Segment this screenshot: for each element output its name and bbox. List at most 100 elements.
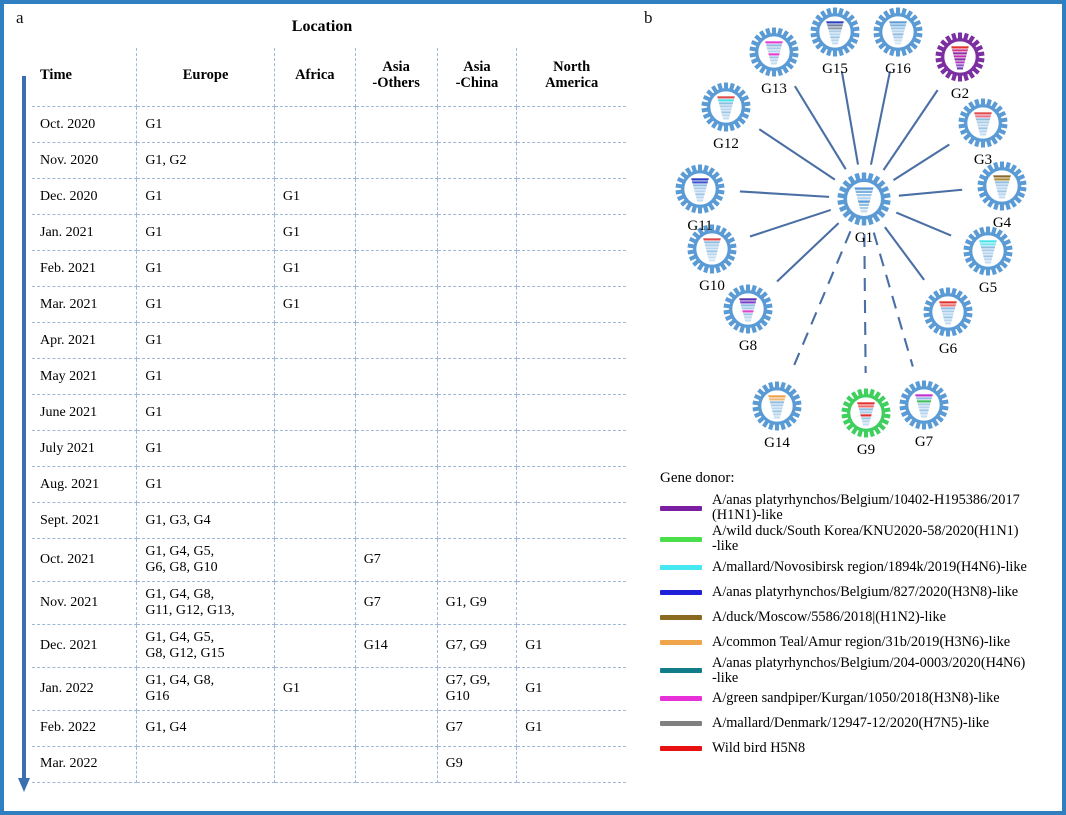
virion-gene-segment (857, 420, 875, 423)
cell-asia-others (355, 667, 438, 711)
cell-time: Nov. 2021 (32, 581, 138, 625)
network-node-g16[interactable]: G16 (873, 7, 923, 77)
cell-asia-china (437, 106, 518, 143)
cell-time: Nov. 2020 (32, 142, 138, 179)
virion-gene-segment (691, 184, 709, 187)
network-node-g5[interactable]: G5 (963, 226, 1013, 296)
virion-gene-segment (993, 193, 1011, 196)
network-node-g9[interactable]: G9 (841, 388, 891, 458)
cell-europe: G1 (136, 106, 275, 143)
legend-row: A/anas platyrhynchos/Belgium/10402-H1953… (656, 492, 1062, 523)
virion-gene-segment (739, 319, 757, 322)
time-axis-shaft (22, 76, 26, 786)
cell-north-america (516, 214, 626, 251)
legend-rows: A/anas platyrhynchos/Belgium/10402-H1953… (656, 492, 1062, 761)
virion-gene-segment (915, 406, 933, 409)
virion-gene-segment (889, 33, 907, 36)
virion-gene-segment (765, 59, 783, 62)
virion-gene-segment (691, 196, 709, 199)
network-node-g13[interactable]: G13 (749, 27, 799, 97)
time-axis-arrowhead-icon (18, 778, 30, 792)
virion-gene-segment (717, 108, 735, 111)
network-node-label-g13: G13 (761, 81, 787, 97)
virion-gene-segment (739, 304, 757, 307)
legend-color-swatch (660, 590, 702, 596)
legend-entry-label: A/common Teal/Amur region/31b/2019(H3N6)… (712, 633, 1011, 650)
virion-gene-segment (826, 39, 844, 42)
network-edge-g4 (898, 188, 963, 197)
network-node-g7[interactable]: G7 (899, 380, 949, 450)
virion-gene-segment (717, 111, 735, 114)
network-edge-g5 (895, 211, 952, 237)
virion-gene-segment (979, 249, 997, 252)
virion-gene-segment (939, 310, 957, 313)
cell-asia-others (355, 322, 438, 359)
virion-gene-segment (765, 53, 783, 56)
cell-north-america (516, 286, 626, 323)
virion-gene-segment (717, 99, 735, 102)
virion-gene-segment (854, 203, 874, 207)
cell-africa (274, 322, 356, 359)
virion-gene-segment (993, 175, 1011, 178)
legend-row: A/duck/Moscow/5586/2018|(H1N2)-like (656, 606, 1062, 630)
cell-asia-others: G14 (355, 624, 438, 668)
virion-gene-segment (979, 240, 997, 243)
cell-north-america (516, 466, 626, 503)
cell-time: Oct. 2021 (32, 538, 138, 582)
virion-gene-segment (703, 238, 721, 241)
cell-europe: G1, G4, G8, G16 (136, 667, 275, 711)
cell-asia-china: G1, G9 (437, 581, 518, 625)
virion-gene-segment (854, 210, 874, 213)
network-node-g10[interactable]: G10 (687, 224, 737, 294)
legend-entry-label: A/green sandpiper/Kurgan/1050/2018(H3N8)… (712, 690, 1000, 707)
virion-gene-segment (951, 55, 969, 58)
network-node-g12[interactable]: G12 (701, 82, 751, 152)
virion-gene-segment (993, 196, 1011, 199)
virion-gene-segment (826, 21, 844, 24)
virion-gene-segment (979, 255, 997, 258)
network-node-label-g3: G3 (974, 152, 992, 168)
legend-row: A/anas platyrhynchos/Belgium/204-0003/20… (656, 654, 1062, 686)
network-edge-g13 (793, 85, 847, 170)
cell-asia-others (355, 250, 438, 287)
network-node-g8[interactable]: G8 (723, 284, 773, 354)
network-node-g2[interactable]: G2 (935, 32, 985, 102)
network-node-g4[interactable]: G4 (977, 161, 1027, 231)
cell-europe: G1 (136, 178, 275, 215)
legend-entry-label: A/anas platyrhynchos/Belgium/204-0003/20… (712, 654, 1026, 686)
virion-gene-segment (717, 102, 735, 105)
legend-color-swatch (660, 615, 702, 621)
network-node-g6[interactable]: G6 (923, 287, 973, 357)
virion-gene-segment (826, 33, 844, 36)
genotype-location-table: Time Europe Africa Asia -Others Asia -Ch… (32, 48, 626, 783)
virion-gene-segment (739, 298, 757, 301)
network-node-g1[interactable]: G1 (837, 172, 891, 246)
cell-europe: G1 (136, 250, 275, 287)
cell-asia-china (437, 502, 518, 539)
network-node-g14[interactable]: G14 (752, 381, 802, 451)
network-edge-g14 (791, 230, 852, 370)
network-node-g11[interactable]: G11 (675, 164, 725, 234)
cell-africa (274, 142, 356, 179)
network-node-g15[interactable]: G15 (810, 7, 860, 77)
cell-north-america (516, 746, 626, 783)
virion-gene-segment (854, 187, 874, 190)
virion-gene-segment (939, 301, 957, 304)
virion-gene-segment (717, 114, 735, 117)
legend-entry-label: A/mallard/Novosibirsk region/1894k/2019(… (712, 558, 1027, 575)
legend-color-swatch (660, 565, 702, 571)
virion-gene-segment (703, 253, 721, 256)
cell-north-america: G1 (516, 667, 626, 711)
network-node-label-g11: G11 (687, 218, 712, 234)
cell-time: Apr. 2021 (32, 322, 138, 359)
network-node-g3[interactable]: G3 (958, 98, 1008, 168)
virion-gene-segment (854, 197, 874, 200)
virion-gene-segment (939, 304, 957, 307)
virion-gene-segment (979, 246, 997, 249)
cell-europe: G1 (136, 466, 275, 503)
cell-asia-others (355, 142, 438, 179)
virion-gene-segment (826, 36, 844, 39)
virion-gene-segment (974, 115, 992, 118)
